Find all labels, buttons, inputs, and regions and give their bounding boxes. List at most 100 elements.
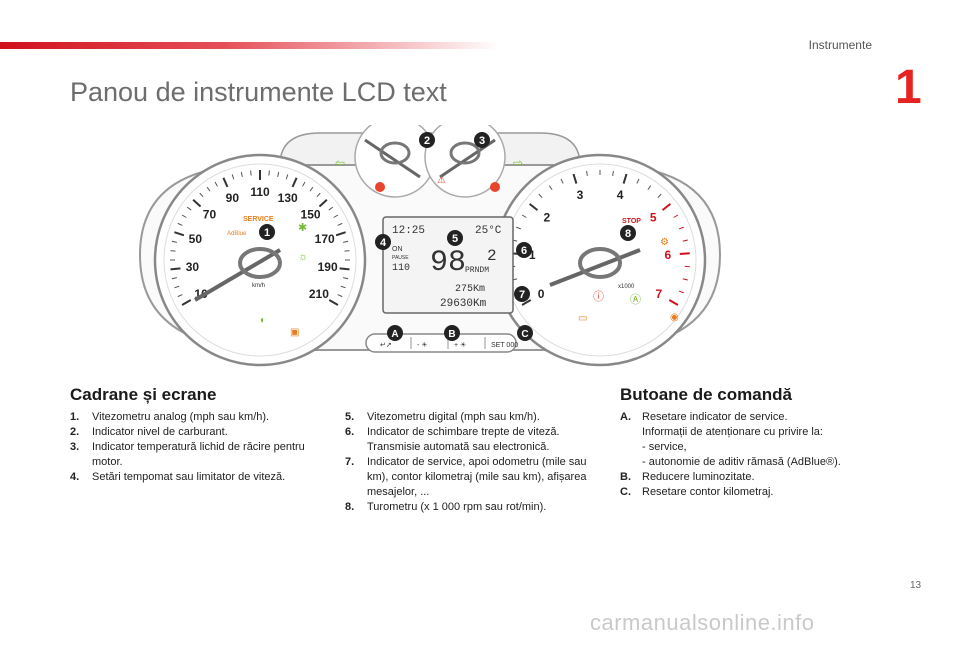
minor-tick <box>302 181 306 187</box>
callout-marker <box>514 286 530 302</box>
item-text: Indicator de service, apoi odometru (mil… <box>367 456 587 498</box>
minor-tick <box>657 193 662 199</box>
brake-warning-icon: ⓘ <box>593 290 604 303</box>
tick-label: 110 <box>250 185 270 199</box>
minor-tick <box>277 171 280 177</box>
lcd-mode: PRNDM <box>465 266 489 275</box>
button-letter: A <box>391 329 398 340</box>
minor-tick <box>682 239 688 242</box>
lcd-set-speed: 110 <box>392 263 410 274</box>
minor-tick <box>240 171 243 177</box>
tick-label: 130 <box>278 191 298 205</box>
tick-label: 50 <box>189 232 203 246</box>
minor-tick <box>560 178 564 184</box>
minor-tick <box>285 174 289 180</box>
list-item: 7. Indicator de service, apoi odometru (m… <box>345 455 590 500</box>
lcd-screen <box>382 216 514 314</box>
dials-list-continued: 5.Vitezometru digital (mph sau km/h).6. I… <box>345 410 590 515</box>
button-label[interactable]: ↵↗ <box>380 342 392 349</box>
major-tick <box>222 177 229 188</box>
tick-label: 190 <box>318 260 338 274</box>
minor-tick <box>333 214 339 218</box>
item-number: 2. <box>70 426 80 438</box>
major-tick <box>679 252 690 256</box>
list-item: 6. Indicator de schimbare trepte de vitez… <box>345 425 590 455</box>
callout-number: 1 <box>264 227 270 239</box>
minor-tick <box>268 170 270 176</box>
buttons-list: A.Resetare indicator de service.Informaț… <box>620 410 880 500</box>
rpm-needle <box>549 248 641 287</box>
watermark: carmanualsonline.info <box>590 610 815 635</box>
item-text: Vitezometru analog (mph sau km/h). <box>92 411 270 423</box>
callout-marker <box>419 132 435 148</box>
chapter-number: 1 <box>895 61 922 114</box>
list-item: C.Resetare contor kilometraj. <box>620 485 880 500</box>
button-label[interactable]: + ☀ <box>454 341 466 349</box>
minor-tick <box>344 250 350 252</box>
minor-tick <box>678 226 684 230</box>
list-item: - autonomie de aditiv rămasă (AdBlue®). <box>620 455 880 470</box>
minor-tick <box>309 186 314 192</box>
item-number: 1. <box>70 411 80 423</box>
list-item: 5.Vitezometru digital (mph sau km/h). <box>345 410 590 425</box>
service-label: SERVICE <box>243 216 274 223</box>
major-tick <box>318 199 328 208</box>
list-item: A.Resetare indicator de service. <box>620 410 880 425</box>
callout-number: 7 <box>519 289 525 301</box>
item-number: 4. <box>70 471 80 483</box>
button-label[interactable]: - ☀ <box>417 341 428 349</box>
lcd-gear: 2 <box>487 247 497 265</box>
minor-tick <box>170 250 176 252</box>
tick-label: 90 <box>226 191 240 205</box>
minor-tick <box>328 206 334 211</box>
list-item: 1. Vitezometru analog (mph sau km/h). <box>70 410 320 425</box>
callout-marker <box>259 224 275 240</box>
adblue-label: AdBlue <box>227 231 247 237</box>
item-text: Reducere luminozitate. <box>642 471 755 483</box>
item-text: Indicator de schimbare trepte de viteză.… <box>367 426 560 453</box>
item-text: Vitezometru digital (mph sau km/h). <box>367 411 540 423</box>
item-text: Turometru (x 1 000 rpm sau rot/min). <box>367 501 547 513</box>
callout-number: 3 <box>479 135 485 147</box>
item-number: C. <box>620 486 631 498</box>
item-number: 6. <box>345 426 355 438</box>
minor-tick <box>337 222 343 226</box>
item-text: Resetare indicator de service. <box>642 411 788 423</box>
callout-marker <box>474 132 490 148</box>
minor-tick <box>174 285 180 289</box>
major-tick <box>529 203 539 211</box>
callout-marker <box>375 234 391 250</box>
callout-number: 5 <box>452 233 458 245</box>
button-marker <box>387 325 403 341</box>
minor-tick <box>206 186 211 192</box>
minor-tick <box>177 222 183 226</box>
stop-label: STOP <box>622 218 641 225</box>
abs-icon: ◉ <box>670 312 679 323</box>
minor-tick <box>343 240 349 243</box>
list-item: - service, <box>620 440 880 455</box>
seatbelt-icon: ⚠ <box>437 175 446 186</box>
minor-tick <box>548 185 553 191</box>
minor-tick <box>337 294 343 298</box>
tick-label: 0 <box>538 287 545 301</box>
item-text: - service, <box>642 441 687 453</box>
button-letter: B <box>448 329 455 340</box>
item-number: 7. <box>345 456 355 468</box>
list-item: 4.Setări tempomat sau limitator de vitez… <box>70 470 320 485</box>
minor-tick <box>250 170 252 176</box>
minor-tick <box>177 294 183 298</box>
major-tick <box>328 299 339 306</box>
minor-tick <box>343 277 349 280</box>
heading-butoane: Butoane de comandă <box>620 385 792 404</box>
temp-warning-icon <box>490 182 500 192</box>
lights-icon: ☼ <box>298 251 308 263</box>
tacho-unit: x1000 <box>618 284 635 290</box>
button-label[interactable]: SET 000 <box>491 342 518 349</box>
tick-label: 3 <box>577 188 584 202</box>
minor-tick <box>316 192 321 198</box>
fuel-needle <box>364 138 421 179</box>
fog-light-icon: ▣ <box>290 327 299 338</box>
callout-marker <box>620 225 636 241</box>
